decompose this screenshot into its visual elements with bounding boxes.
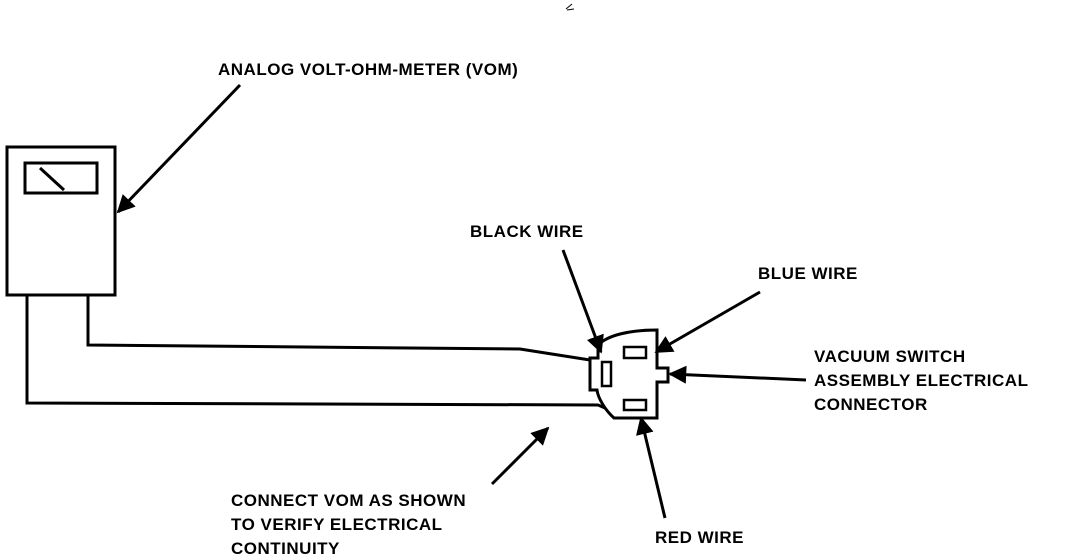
vom-meter [5,145,117,297]
instruction-label-line: CONNECT VOM AS SHOWN [231,491,467,510]
black-wire-terminal [600,360,613,388]
connector-label-line: VACUUM SWITCH [814,347,966,366]
instruction-label-line: CONTINUITY [231,539,340,558]
blue-wire-terminal [622,345,648,360]
red-wire-label: RED WIRE [655,528,744,547]
blue-wire-label: BLUE WIRE [758,264,858,283]
vom-label: ANALOG VOLT-OHM-METER (VOM) [218,60,519,79]
vom-pointer-arrow [116,83,242,214]
instruction-pointer-arrow [490,426,550,486]
blue-wire-pointer-arrow [654,290,761,354]
instruction-label: CONNECT VOM AS SHOWN TO VERIFY ELECTRICA… [231,489,466,560]
meter-needle [38,166,66,192]
connector-label-line: CONNECTOR [814,395,928,414]
connector-label: VACUUM SWITCH ASSEMBLY ELECTRICAL CONNEC… [814,345,1028,417]
red-wire-pointer-arrow [636,416,667,519]
instruction-label-line: TO VERIFY ELECTRICAL [231,515,443,534]
black-wire-label: BLACK WIRE [470,222,584,241]
connector-pointer-arrow [668,365,807,384]
vacuum-switch-connector [588,328,670,420]
connector-label-line: ASSEMBLY ELECTRICAL [814,371,1029,390]
red-wire-terminal [622,398,648,412]
stray-mark [565,3,575,11]
black-wire-pointer-arrow [561,249,604,354]
vom-lead-black [86,295,591,362]
vom-lead-red [25,295,641,420]
